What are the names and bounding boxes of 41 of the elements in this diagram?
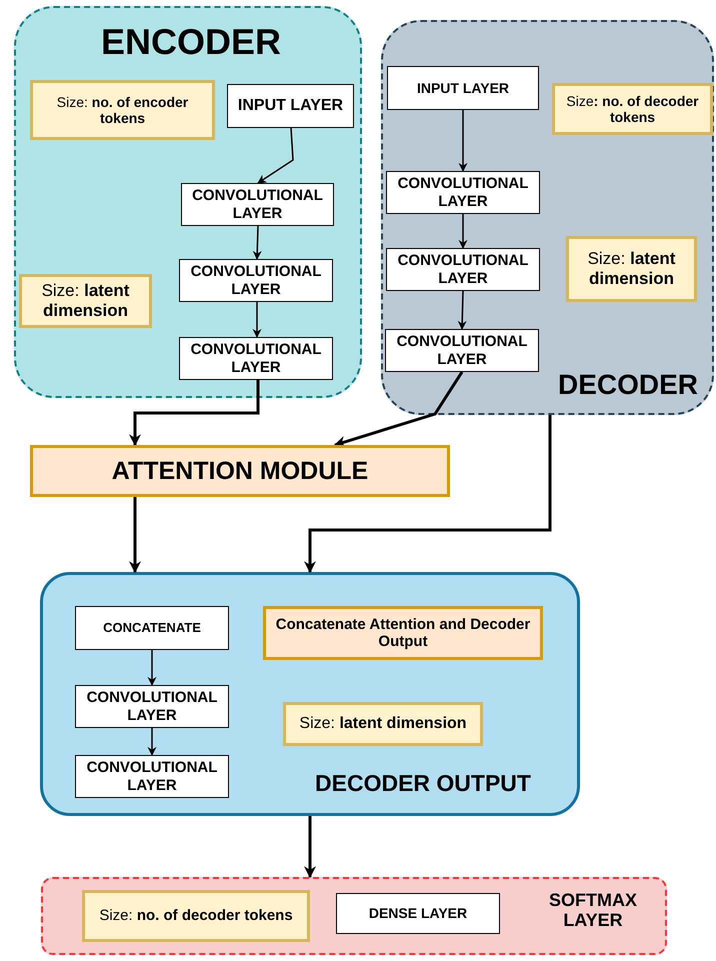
layer-box: INPUT LAYER — [387, 66, 539, 110]
size-note: Size: latent dimension — [19, 274, 152, 328]
layer-box: CONVOLUTIONAL LAYER — [386, 171, 540, 214]
arrow — [458, 214, 468, 249]
encoder-panel — [14, 6, 362, 398]
panel-title: SOFTMAX LAYER — [548, 891, 638, 931]
arrow — [304, 816, 316, 878]
arrow — [129, 497, 141, 574]
softmax-panel — [41, 877, 667, 955]
arrow — [334, 371, 464, 448]
arrow — [257, 128, 294, 184]
panel-title: ENCODER — [100, 22, 282, 62]
note-box: Concatenate Attention and Decoder Output — [263, 606, 543, 660]
panel-title: DECODER — [556, 370, 699, 401]
attention-module-box: ATTENTION MODULE — [30, 445, 450, 497]
layer-box: DENSE LAYER — [336, 893, 500, 934]
arrow — [458, 290, 467, 330]
arrow — [148, 728, 156, 756]
layer-box: CONVOLUTIONAL LAYER — [75, 685, 229, 728]
arrow — [458, 110, 468, 172]
layer-box: CONVOLUTIONAL LAYER — [386, 248, 540, 291]
layer-box: CONCATENATE — [75, 606, 229, 650]
decoder-panel — [381, 20, 714, 415]
arrow — [252, 302, 262, 338]
layer-box: CONVOLUTIONAL LAYER — [179, 259, 333, 302]
size-note: Size: latent dimension — [283, 702, 483, 746]
arrow — [252, 226, 262, 260]
layer-box: CONVOLUTIONAL LAYER — [385, 329, 539, 372]
size-note: Size: latent dimension — [566, 236, 697, 302]
arrow — [304, 415, 552, 574]
decoder-output-panel — [40, 572, 580, 816]
layer-box: CONVOLUTIONAL LAYER — [181, 183, 334, 226]
size-note: Size: no. of decoder tokens — [552, 83, 713, 135]
layer-box: CONVOLUTIONAL LAYER — [75, 755, 229, 798]
layer-box: INPUT LAYER — [227, 84, 354, 128]
arrow — [148, 650, 156, 686]
layer-box: CONVOLUTIONAL LAYER — [179, 337, 333, 380]
size-note: Size: no. of decoder tokens — [82, 890, 310, 942]
panel-title: DECODER OUTPUT — [314, 771, 532, 796]
arrow — [129, 380, 260, 446]
size-note: Size: no. of encoder tokens — [30, 80, 215, 140]
